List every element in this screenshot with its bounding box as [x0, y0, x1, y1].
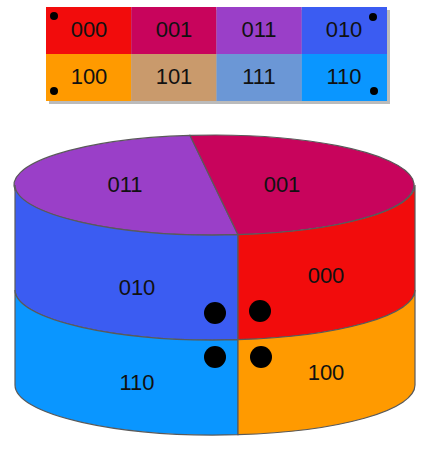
binary-code: 110	[119, 371, 154, 395]
grid-cell	[131, 7, 216, 54]
corner-dot	[50, 12, 58, 20]
cylinder-segment-label-box: 100	[281, 354, 371, 392]
grid-cell-label-box: 110	[305, 57, 383, 98]
cylinder-band	[15, 185, 238, 340]
grid-cell	[302, 54, 387, 101]
grid-cell	[46, 7, 131, 54]
binary-code: 010	[119, 276, 156, 300]
cylinder-segment-label-box: 000	[281, 257, 371, 295]
binary-code: 010	[326, 18, 363, 42]
corner-dot	[370, 87, 378, 95]
corner-dot	[250, 346, 272, 368]
grid-cell-label-box: 101	[135, 57, 213, 98]
binary-code: 000	[308, 264, 345, 288]
cylinder-segment-label-box: 010	[92, 269, 182, 307]
corner-dot	[50, 87, 58, 95]
grid-cell-label-box: 000	[50, 10, 128, 51]
binary-code: 011	[241, 18, 276, 42]
grid-cell-label-box: 001	[135, 10, 213, 51]
grid-cell-label-box: 011	[220, 10, 298, 51]
binary-code: 111	[242, 65, 275, 89]
grid-cell	[131, 54, 216, 101]
cylinder-band	[238, 290, 415, 435]
binary-code: 100	[71, 65, 108, 89]
corner-dot	[369, 13, 377, 21]
grid-cell	[46, 54, 131, 101]
grid-cell	[217, 7, 302, 54]
cylinder-segment-label-box: 110	[92, 364, 182, 402]
binary-code: 110	[326, 65, 361, 89]
cylinder-band	[15, 290, 238, 435]
grid-cell-label-box: 010	[305, 10, 383, 51]
corner-dot	[204, 302, 226, 324]
grid-cell-label-box: 111	[220, 57, 298, 98]
corner-dot	[249, 300, 271, 322]
binary-code: 100	[308, 361, 345, 385]
corner-dot	[204, 346, 226, 368]
cylinder-segment-label-box: 001	[237, 166, 327, 204]
binary-code: 001	[156, 18, 193, 42]
grid-cell	[302, 7, 387, 54]
cylinder-segment-label-box: 011	[80, 166, 170, 204]
grid-cell-label-box: 100	[50, 57, 128, 98]
binary-code: 001	[264, 173, 301, 197]
binary-code: 000	[71, 18, 108, 42]
grid-cell	[217, 54, 302, 101]
binary-code: 011	[107, 173, 142, 197]
binary-code: 101	[156, 65, 193, 89]
